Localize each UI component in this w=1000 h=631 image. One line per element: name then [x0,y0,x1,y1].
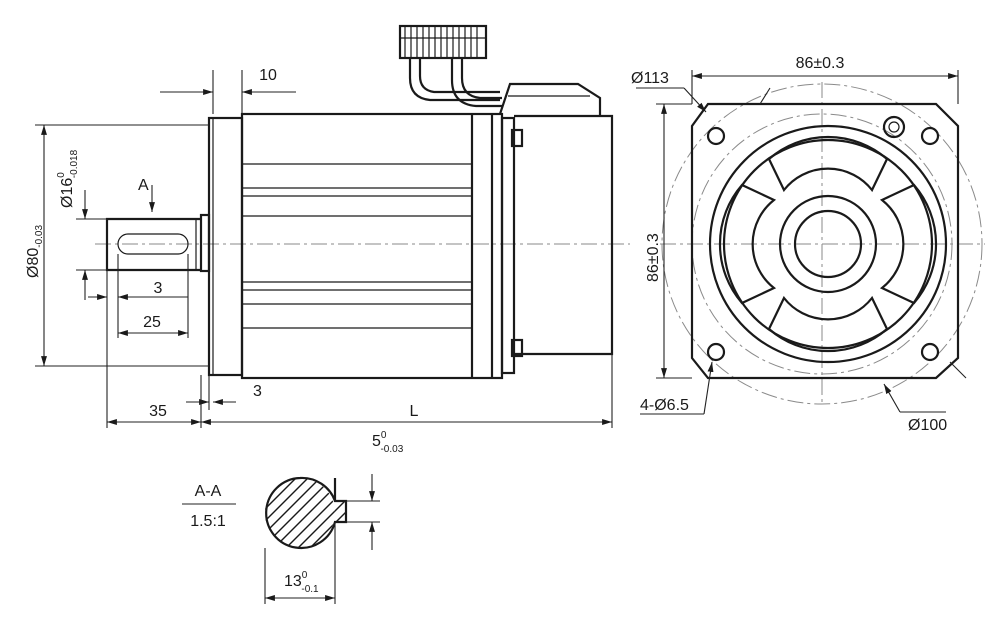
cable-connector [398,24,602,116]
encoder-cover [514,114,614,356]
dim-shaft-diameter: Ø160-0.018 [56,149,107,300]
dim-key-length-label: 25 [143,314,161,331]
dim-bolt-circle-label: Ø100 [908,417,947,434]
end-view: 86±0.3 86±0.3 Ø113 4-Ø6.5 Ø100 [631,55,985,434]
dim-key-start-label: 3 [154,280,163,297]
dim-pilot-diameter: Ø80-0.03 [25,124,209,367]
dim-mounting-holes-label: 4-Ø6.5 [640,397,689,414]
dim-flange-width: 86±0.3 [691,55,959,104]
dim-flange-height: 86±0.3 [645,103,692,379]
mount-hole-tl [706,126,726,146]
dim-10-label: 10 [259,67,277,84]
section-marker-a: A [138,177,155,212]
bearing-boss-outer [778,194,878,294]
gland-hole [882,115,906,139]
dim-key-depth: 130-0.1 [264,522,336,604]
dim-outer-circle-label: Ø113 [631,70,669,87]
housing-ring-inner [722,138,934,350]
dim-key-width-label: 50-0.03 [372,430,404,455]
dim-mounting-holes: 4-Ø6.5 [640,361,714,415]
dim-key-depth-label: 130-0.1 [284,570,319,595]
cooling-slots [718,135,938,353]
section-title: A-A [195,483,222,500]
dim-flange-height-label: 86±0.3 [645,233,662,282]
flange [199,116,244,377]
mount-hole-tr [920,126,940,146]
dim-flange-thickness: 3 [186,375,262,410]
dim-flange-thickness-label: 3 [253,383,262,400]
shaft [105,217,200,272]
dim-overall-length: L [201,354,613,428]
dim-shaft-length: 35 [106,338,202,428]
dim-key-start: 3 [88,254,188,338]
section-a-a: A-A 1.5:1 50-0.03 [182,430,404,604]
leader-tick-top [759,87,771,105]
section-outline [265,476,348,550]
dim-outer-circle: Ø113 [631,70,707,113]
flange-square [690,102,960,380]
outer-circle [661,83,983,405]
dim-10: 10 [160,67,296,114]
housing-ring-outer [708,124,948,364]
dim-shaft-length-label: 35 [149,403,167,420]
dim-overall-length-label: L [410,403,419,420]
section-marker-label: A [138,177,149,194]
dim-bolt-circle: Ø100 [883,361,967,434]
dim-key-length: 25 [118,254,189,338]
dim-pilot-diameter-label: Ø80-0.03 [25,225,45,278]
side-view: 10 Ø80-0.03 Ø160-0.018 A [25,24,630,428]
section-scale: 1.5:1 [190,513,226,530]
shaft-keyway [117,233,189,255]
dim-key-width: 50-0.03 [346,430,404,550]
dim-shaft-diameter-label: Ø160-0.018 [56,149,80,208]
motor-body [240,112,524,380]
dim-flange-width-label: 86±0.3 [796,55,845,72]
mount-hole-bl [706,342,726,362]
mount-hole-br [920,342,940,362]
bearing-boss-inner [793,209,863,279]
